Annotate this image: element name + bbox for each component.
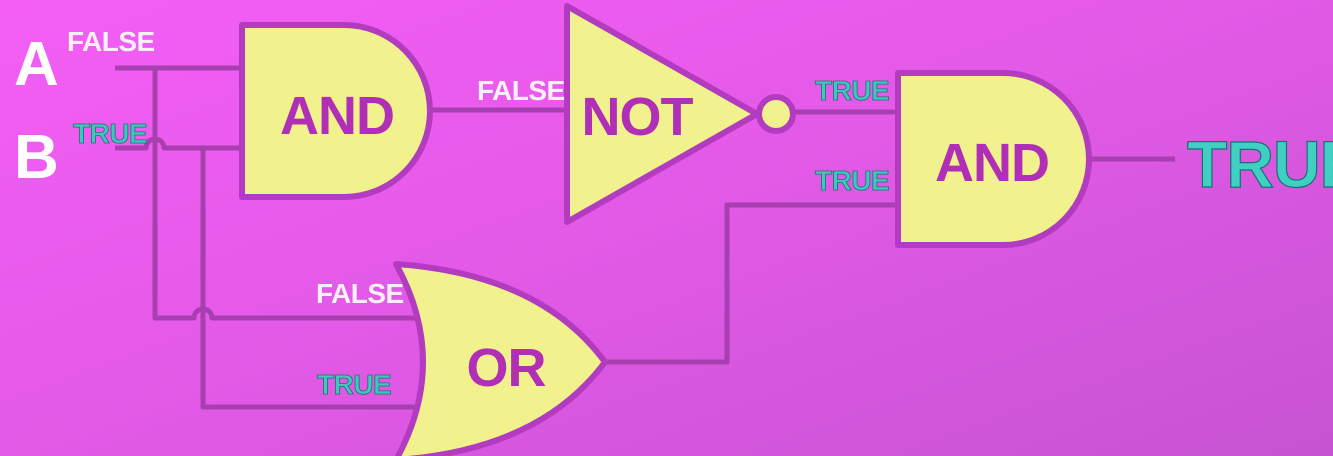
wire-or-to-and2	[605, 202, 900, 365]
or-top-input-state: FALSE	[316, 278, 404, 309]
and-gate-2-body	[895, 70, 1092, 248]
or-bottom-input-state: TRUE	[317, 369, 391, 400]
and2-bottom-input-state: TRUE	[815, 165, 889, 196]
input-a-name: A	[14, 30, 59, 99]
wire-b-to-or	[200, 148, 435, 410]
and-gate-1-body	[239, 22, 433, 200]
input-b-name: B	[14, 123, 59, 192]
or-gate: OR	[393, 261, 608, 456]
not-gate-bubble	[756, 94, 796, 134]
not-output-state: TRUE	[815, 75, 889, 106]
or-gate-label: OR	[467, 338, 546, 398]
and-gate-1: AND	[239, 22, 433, 200]
input-b-state: TRUE	[73, 118, 147, 149]
not-gate-body	[564, 3, 760, 225]
final-output-state: TRUE	[1187, 127, 1333, 201]
wires	[115, 65, 1175, 410]
and-gate-2-label: AND	[935, 133, 1049, 193]
or-gate-body	[393, 261, 608, 456]
and-gate-1-label: AND	[280, 86, 394, 146]
input-a-state: FALSE	[67, 26, 155, 57]
and1-output-state: FALSE	[477, 75, 565, 106]
not-gate-label: NOT	[582, 87, 694, 147]
not-gate: NOT	[564, 3, 796, 225]
and-gate-2: AND	[895, 70, 1092, 248]
